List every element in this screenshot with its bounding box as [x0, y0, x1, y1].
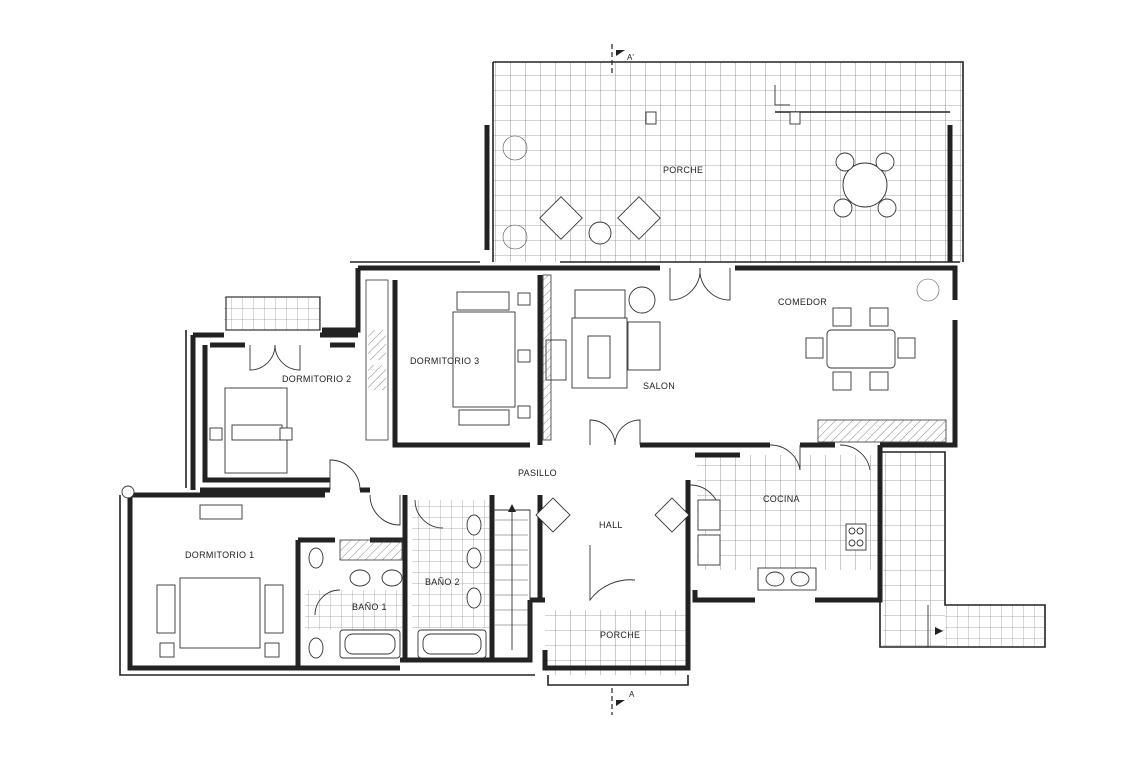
- room-labels: PORCHE COMEDOR DORMITORIO 3 DORMITORIO 2…: [185, 165, 827, 640]
- section-mark-bottom: A: [611, 688, 635, 715]
- label-dormitorio3: DORMITORIO 3: [410, 356, 479, 366]
- label-comedor: COMEDOR: [778, 297, 827, 307]
- label-bano2: BAÑO 2: [425, 577, 460, 587]
- label-porche-top: PORCHE: [663, 165, 703, 175]
- comedor-furniture: [805, 307, 947, 443]
- label-pasillo: PASILLO: [518, 468, 557, 478]
- section-label-top: A': [627, 53, 634, 62]
- label-dormitorio2: DORMITORIO 2: [282, 374, 351, 384]
- label-bano1: BAÑO 1: [352, 602, 387, 612]
- dorm2-balcony-tiles: [224, 297, 320, 330]
- hall-furniture: [492, 497, 690, 660]
- cocina-fixtures: [697, 499, 867, 591]
- dormitorio1-furniture: [121, 485, 284, 658]
- section-mark-top: A': [611, 44, 634, 75]
- walls: [119, 61, 964, 676]
- label-hall: HALL: [599, 520, 623, 530]
- label-dormitorio1: DORMITORIO 1: [185, 550, 254, 560]
- dormitorio2-furniture: [209, 296, 321, 474]
- label-porche-bottom: PORCHE: [600, 630, 640, 640]
- dormitorio3-furniture: [365, 279, 531, 441]
- steps-tiles: [945, 605, 1045, 647]
- section-label-bottom: A: [629, 690, 635, 699]
- label-salon: SALON: [643, 381, 675, 391]
- porche-furniture: [502, 85, 940, 302]
- label-cocina: COCINA: [763, 494, 800, 504]
- porche-bottom-tiles: [545, 610, 688, 675]
- salon-furniture: [542, 274, 661, 441]
- bano1-tiles: [305, 590, 405, 630]
- cocina-tiles: [697, 455, 882, 570]
- bano-fixtures: [308, 514, 487, 659]
- doors: [249, 267, 871, 616]
- side-terrace-tiles: [883, 452, 945, 647]
- terrace-steps: [547, 451, 1046, 686]
